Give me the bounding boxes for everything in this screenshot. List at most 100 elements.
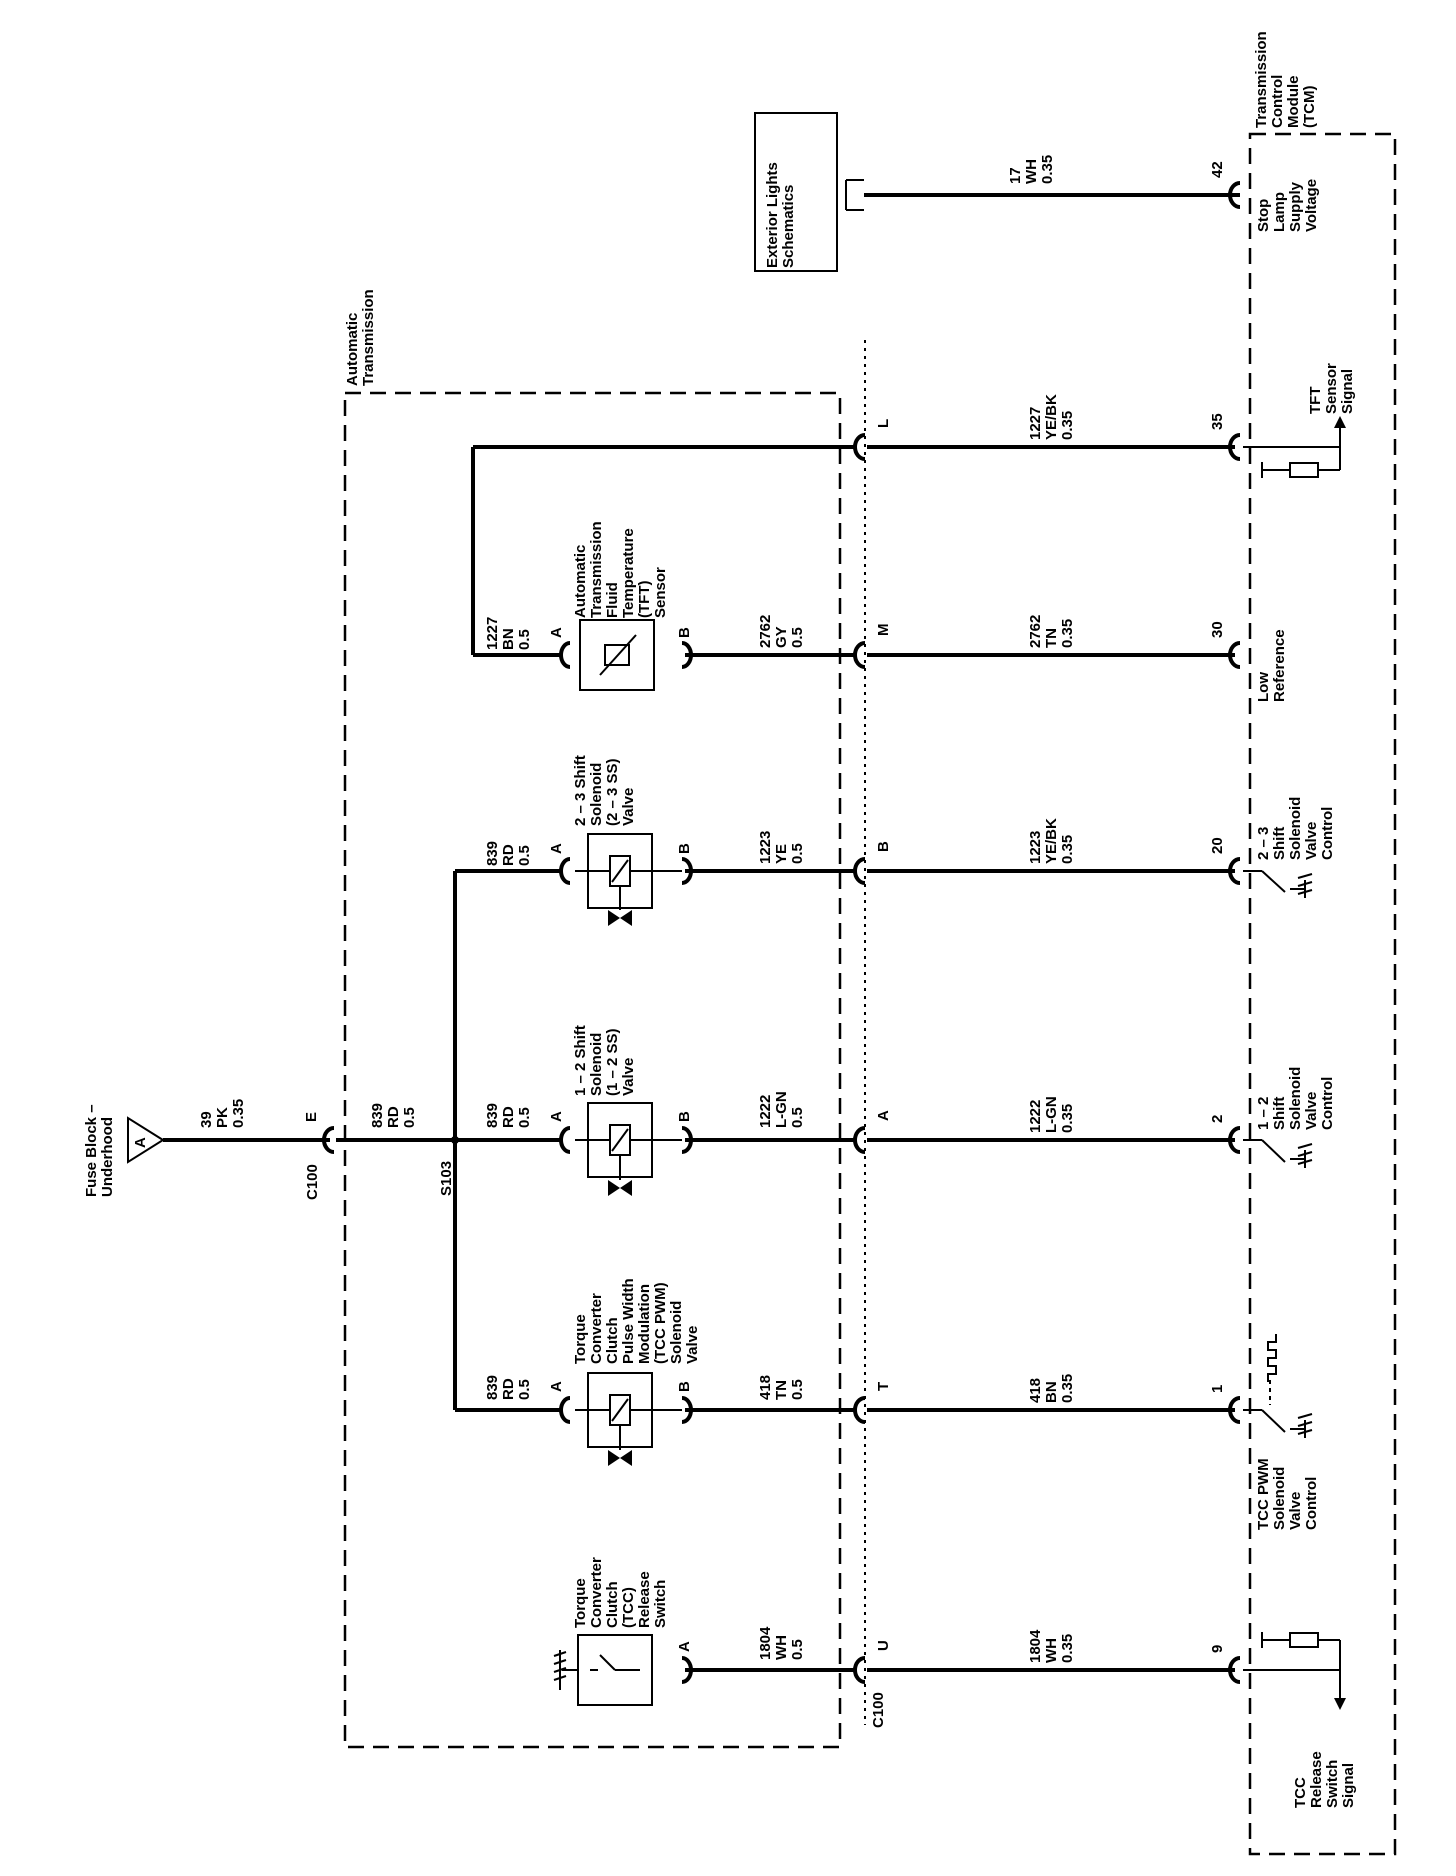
svg-text:0.35: 0.35	[1059, 1634, 1076, 1663]
svg-text:Temperature: Temperature	[620, 528, 637, 618]
svg-text:Automatic: Automatic	[344, 313, 361, 386]
svg-text:Solenoid: Solenoid	[1287, 1067, 1304, 1130]
fuse-block-label: Fuse Block – Underhood	[83, 1104, 116, 1197]
svg-text:Valve: Valve	[620, 788, 637, 826]
c100-pin-e: E	[303, 1112, 320, 1122]
ss23-label: 2 – 3 Shift Solenoid (2 – 3 SS) Valve	[572, 755, 637, 826]
svg-text:0.5: 0.5	[516, 629, 533, 650]
tcm-pin-35: 35	[1209, 413, 1226, 430]
tcm-boundary	[1248, 132, 1397, 1856]
svg-text:1223: 1223	[1027, 831, 1044, 864]
svg-text:L-GN: L-GN	[1043, 1096, 1060, 1133]
tft-pin-a-connector	[559, 641, 571, 669]
tcc-switch-wire-label: 1804 WH 0.5	[757, 1626, 806, 1660]
c100-pin-a: A	[875, 1110, 892, 1121]
tft-wire-b-label: 2762 GY 0.5	[757, 615, 806, 648]
svg-text:0.5: 0.5	[516, 845, 533, 866]
svg-text:0.5: 0.5	[789, 843, 806, 864]
svg-text:Solenoid: Solenoid	[1271, 1467, 1288, 1530]
svg-text:1222: 1222	[757, 1095, 774, 1128]
ss23-pin-a-connector	[559, 857, 571, 885]
svg-text:(2 – 3 SS): (2 – 3 SS)	[604, 758, 621, 826]
ss23-pin-b: B	[676, 843, 693, 854]
tcc-pwm-driver-icon	[1243, 1334, 1313, 1438]
svg-text:839: 839	[484, 1103, 501, 1128]
svg-text:Switch: Switch	[652, 1580, 669, 1628]
c100-connectors	[853, 433, 866, 1684]
ss23-wire-b-label: 1223 YE 0.5	[757, 831, 806, 864]
svg-text:Lamp: Lamp	[1271, 192, 1288, 232]
svg-text:Clutch: Clutch	[604, 1581, 621, 1628]
svg-text:2 – 3: 2 – 3	[1255, 827, 1272, 860]
ss12-label: 1 – 2 Shift Solenoid (1 – 2 SS) Valve	[572, 1025, 637, 1096]
svg-text:WH: WH	[1023, 159, 1040, 184]
tcc-pwm-valve-icon	[608, 1450, 632, 1466]
svg-text:Pulse Width: Pulse Width	[620, 1278, 637, 1364]
svg-text:0.5: 0.5	[789, 627, 806, 648]
harness-label-ss23: 1223 YE/BK 0.35	[1027, 818, 1076, 864]
ss12-pin-a: A	[548, 1111, 565, 1122]
svg-text:BN: BN	[500, 628, 517, 650]
svg-text:0.35: 0.35	[230, 1099, 247, 1128]
svg-text:Valve: Valve	[1287, 1492, 1304, 1530]
svg-text:L-GN: L-GN	[773, 1091, 790, 1128]
svg-text:0.5: 0.5	[516, 1379, 533, 1400]
svg-text:839: 839	[484, 841, 501, 866]
harness-label-low-ref: 2762 TN 0.35	[1027, 615, 1076, 648]
svg-text:Valve: Valve	[620, 1058, 637, 1096]
svg-text:418: 418	[757, 1375, 774, 1400]
svg-text:Transmission: Transmission	[360, 289, 377, 386]
svg-text:0.5: 0.5	[789, 1107, 806, 1128]
svg-text:Solenoid: Solenoid	[668, 1301, 685, 1364]
svg-text:Solenoid: Solenoid	[1287, 797, 1304, 860]
svg-text:Clutch: Clutch	[604, 1317, 621, 1364]
svg-text:Release: Release	[636, 1571, 653, 1628]
svg-text:17: 17	[1007, 167, 1024, 184]
tcm-pin-42: 42	[1209, 161, 1226, 178]
svg-text:Control: Control	[1319, 807, 1336, 860]
svg-text:0.35: 0.35	[1059, 1374, 1076, 1403]
tcm-pin-1: 1	[1209, 1385, 1226, 1393]
exterior-lights-label: Exterior Lights Schematics	[764, 162, 797, 268]
svg-text:Sensor: Sensor	[1323, 363, 1340, 414]
tft-thermistor-icon	[604, 644, 630, 666]
tcm-signal-tcc-release: TCC Release Switch Signal	[1292, 1751, 1357, 1808]
svg-text:(1 – 2 SS): (1 – 2 SS)	[604, 1028, 621, 1096]
stop-lamp-wire-label: 17 WH 0.35	[1007, 155, 1056, 184]
ss23-wire-a-label: 839 RD 0.5	[484, 841, 533, 866]
automatic-transmission-title: Automatic Transmission	[344, 289, 377, 386]
svg-text:Shift: Shift	[1271, 827, 1288, 860]
c100-pin-l: L	[875, 419, 892, 428]
svg-text:WH: WH	[1043, 1638, 1060, 1663]
svg-text:0.35: 0.35	[1059, 619, 1076, 648]
svg-text:(TCC): (TCC)	[620, 1587, 637, 1628]
c100-label-top: C100	[304, 1164, 321, 1200]
ss12-pin-a-connector	[559, 1126, 571, 1154]
tcm-title: Transmission Control Module (TCM)	[1253, 31, 1318, 128]
c100-pin-e-connector	[322, 1126, 335, 1154]
tft-pin-a: A	[548, 627, 565, 638]
tcc-switch-label: Torque Converter Clutch (TCC) Release Sw…	[572, 1557, 669, 1628]
svg-text:0.35: 0.35	[1059, 835, 1076, 864]
svg-text:TCC: TCC	[1292, 1777, 1309, 1808]
svg-text:2762: 2762	[757, 615, 774, 648]
svg-text:Shift: Shift	[1271, 1097, 1288, 1130]
ss12-wire-a-label: 839 RD 0.5	[484, 1103, 533, 1128]
svg-text:WH: WH	[773, 1635, 790, 1660]
c100-pin-t: T	[875, 1382, 892, 1391]
svg-text:Signal: Signal	[1339, 369, 1356, 414]
svg-text:GY: GY	[773, 626, 790, 648]
svg-text:1 – 2: 1 – 2	[1255, 1097, 1272, 1130]
svg-text:0.35: 0.35	[1059, 411, 1076, 440]
svg-text:Transmission: Transmission	[1253, 31, 1270, 128]
svg-text:1804: 1804	[757, 1626, 774, 1660]
tcc-pwm-wire-a-label: 839 RD 0.5	[484, 1375, 533, 1400]
svg-text:RD: RD	[500, 1378, 517, 1400]
ss23-coil-slash	[611, 859, 629, 883]
svg-text:TN: TN	[773, 1380, 790, 1400]
exterior-lights-connector-icon	[845, 179, 864, 211]
tcc-pwm-label: Torque Converter Clutch Pulse Width Modu…	[572, 1278, 701, 1364]
svg-text:Module: Module	[1285, 76, 1302, 129]
tcc-pwm-pin-a-connector	[559, 1396, 571, 1424]
svg-text:Release: Release	[1308, 1751, 1325, 1808]
